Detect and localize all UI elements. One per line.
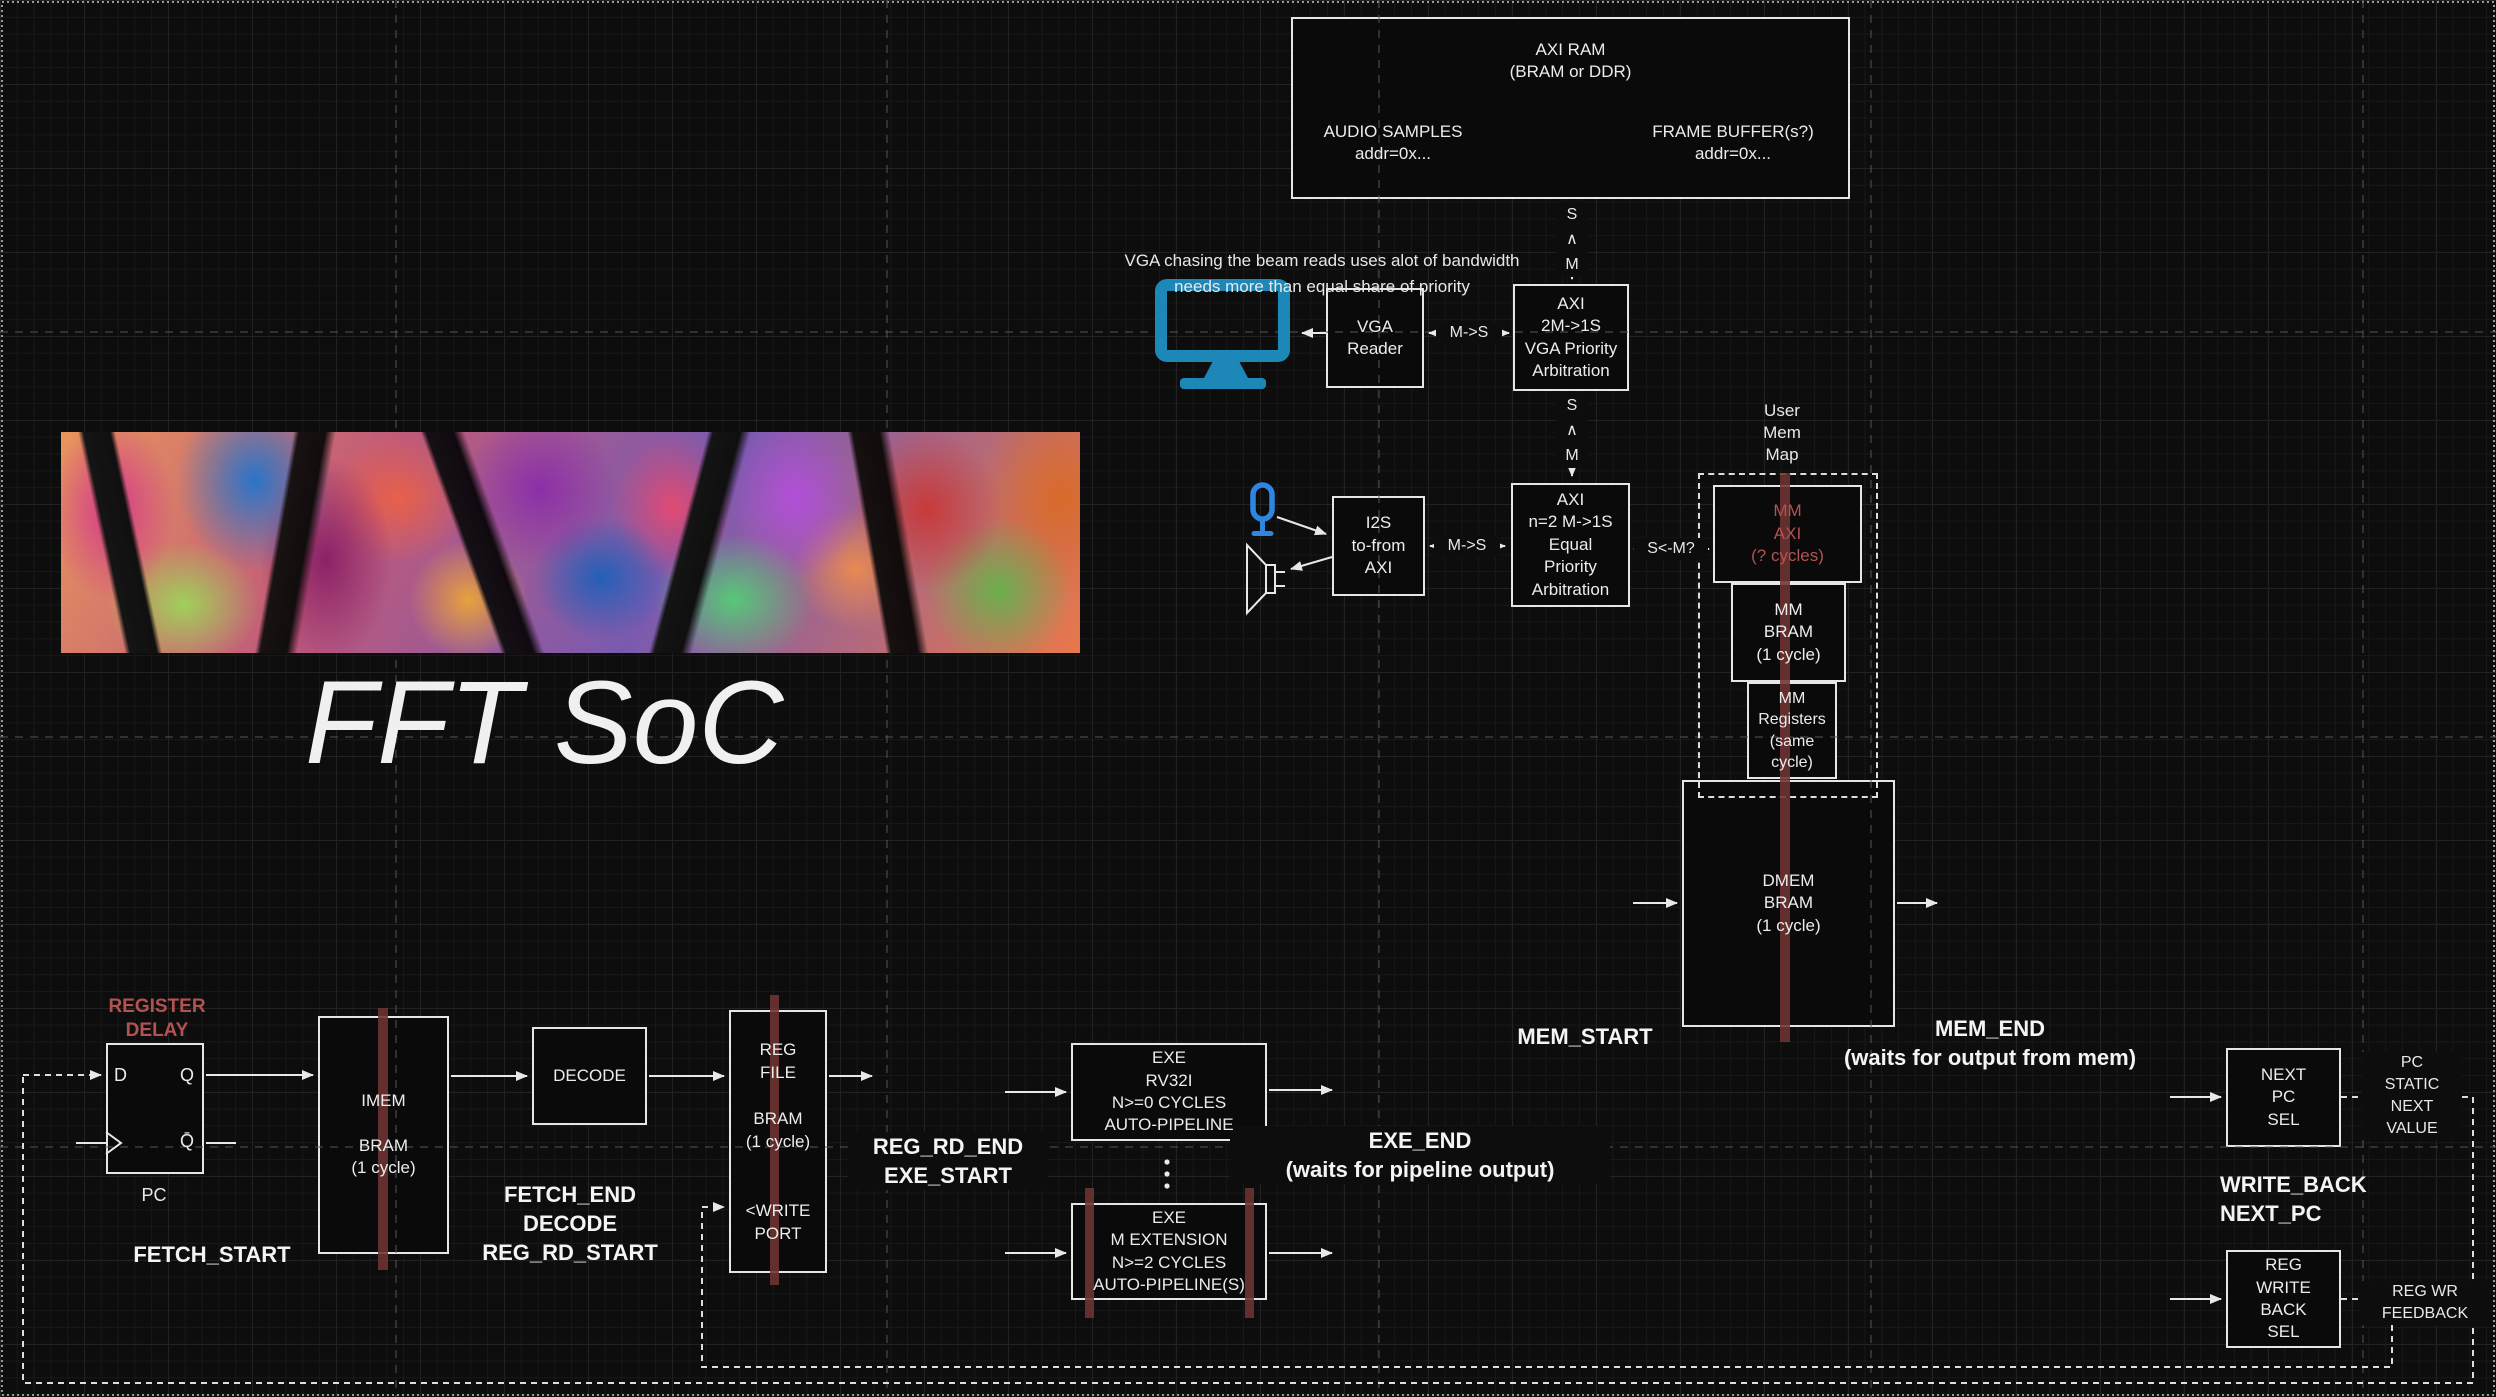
user-mem-map-title[interactable]: User Mem Map xyxy=(1763,401,1801,464)
vga-bandwidth-note[interactable]: VGA chasing the beam reads uses alot of … xyxy=(1124,251,1520,296)
mem-start-label[interactable]: MEM_START xyxy=(1517,1024,1653,1049)
exe-rv32i-block[interactable]: EXE RV32I N>=0 CYCLES AUTO-PIPELINE xyxy=(1071,1043,1267,1141)
imem-label: IMEM BRAM (1 cycle) xyxy=(351,1091,416,1178)
register-delay-stripe xyxy=(1245,1188,1254,1318)
register-delay-stripe xyxy=(770,995,779,1285)
exe-rv32i-label: EXE RV32I N>=0 CYCLES AUTO-PIPELINE xyxy=(1104,1048,1234,1135)
mm-axi-label: MM AXI (? cycles) xyxy=(1751,501,1824,566)
reg-rd-end-label[interactable]: REG_RD_END EXE_START xyxy=(848,1132,1048,1190)
reg-file-block[interactable]: REG FILE BRAM (1 cycle) <WRITE PORT xyxy=(729,1010,827,1273)
i2s-block[interactable]: I2S to-from AXI xyxy=(1332,496,1425,596)
decode-block[interactable]: DECODE xyxy=(532,1027,647,1125)
fetch-start-label[interactable]: FETCH_START xyxy=(133,1242,291,1267)
next-pc-sel-block[interactable]: NEXT PC SEL xyxy=(2226,1048,2341,1147)
exe-end-label[interactable]: EXE_END (waits for pipeline output) xyxy=(1230,1126,1610,1184)
write-back-label[interactable]: WRITE_BACK NEXT_PC xyxy=(2220,1172,2367,1226)
i2s-label: I2S to-from AXI xyxy=(1351,513,1406,578)
axi-ram-title: AXI RAM (BRAM or DDR) xyxy=(1509,40,1632,82)
next-pc-sel-label: NEXT PC SEL xyxy=(2260,1064,2307,1129)
reg-wr-feedback-label[interactable]: REG WR FEEDBACK xyxy=(2360,1281,2490,1325)
exe-m-extension-block[interactable]: EXE M EXTENSION N>=2 CYCLES AUTO-PIPELIN… xyxy=(1071,1203,1267,1300)
mm-registers-block[interactable]: MM Registers (same cycle) xyxy=(1747,682,1837,779)
reg-write-back-sel-block[interactable]: REG WRITE BACK SEL xyxy=(2226,1250,2341,1348)
s-from-m-label[interactable]: S<-M? xyxy=(1634,538,1708,560)
reg-write-back-sel-label: REG WRITE BACK SEL xyxy=(2256,1255,2311,1342)
monitor-icon[interactable] xyxy=(1155,279,1290,389)
speaker-icon[interactable] xyxy=(1246,542,1285,616)
mm-axi-block[interactable]: MM AXI (? cycles) xyxy=(1713,485,1862,583)
slave-master-label-bottom[interactable]: S ∧ M xyxy=(1556,393,1588,468)
axi-i2s-arbiter-block[interactable]: AXI n=2 M->1S Equal Priority Arbitration xyxy=(1511,483,1630,607)
mem-end-label[interactable]: MEM_END (waits for output from mem) xyxy=(1843,1016,2137,1070)
mm-registers-label: MM Registers (same cycle) xyxy=(1758,690,1826,771)
register-delay-stripe xyxy=(1085,1188,1094,1318)
dmem-label: DMEM BRAM (1 cycle) xyxy=(1756,870,1821,935)
abstract-art-image[interactable] xyxy=(61,432,1080,653)
axi-vga-arbiter-block[interactable]: AXI 2M->1S VGA Priority Arbitration xyxy=(1513,284,1629,391)
ff-q-pin: Q xyxy=(179,1065,194,1085)
axi-vga-arbiter-label: AXI 2M->1S VGA Priority Arbitration xyxy=(1524,293,1618,380)
reg-file-label: REG FILE BRAM (1 cycle) <WRITE PORT xyxy=(745,1039,811,1244)
axi-ram-framebuffer-region: FRAME BUFFER(s?) addr=0x... xyxy=(1652,122,1814,164)
vga-reader-block[interactable]: VGA Reader xyxy=(1326,288,1424,388)
register-delay-label[interactable]: REGISTER DELAY xyxy=(108,996,206,1041)
fetch-end-label[interactable]: FETCH_END DECODE REG_RD_START xyxy=(482,1182,658,1265)
axi-ram-block[interactable]: AXI RAM (BRAM or DDR) AUDIO SAMPLES addr… xyxy=(1291,17,1850,199)
pc-flipflop-block[interactable]: D Q Q̄ xyxy=(106,1043,204,1174)
mm-bram-label: MM BRAM (1 cycle) xyxy=(1756,599,1821,664)
axi-i2s-arbiter-label: AXI n=2 M->1S Equal Priority Arbitration xyxy=(1528,489,1613,599)
m-to-s-label-i2s[interactable]: M->S xyxy=(1434,535,1500,557)
ff-d-pin: D xyxy=(114,1065,127,1085)
ellipsis-dots xyxy=(1164,1159,1170,1189)
ff-qbar-pin: Q̄ xyxy=(179,1131,194,1151)
register-delay-stripe xyxy=(1780,473,1790,1042)
axi-ram-audio-region: AUDIO SAMPLES addr=0x... xyxy=(1323,122,1463,164)
diagram-title[interactable]: FFT SoC xyxy=(305,657,784,789)
slave-master-label-top[interactable]: S ∧ M xyxy=(1556,202,1588,277)
exe-m-extension-label: EXE M EXTENSION N>=2 CYCLES AUTO-PIPELIN… xyxy=(1093,1207,1245,1294)
register-delay-stripe xyxy=(378,1008,388,1270)
pc-label[interactable]: PC xyxy=(141,1185,167,1205)
pc-static-next-value-label[interactable]: PC STATIC NEXT VALUE xyxy=(2362,1052,2462,1140)
microphone-icon[interactable] xyxy=(1250,482,1275,536)
vga-reader-label: VGA Reader xyxy=(1347,316,1403,358)
decode-label: DECODE xyxy=(553,1065,626,1085)
m-to-s-label-vga[interactable]: M->S xyxy=(1436,322,1502,344)
